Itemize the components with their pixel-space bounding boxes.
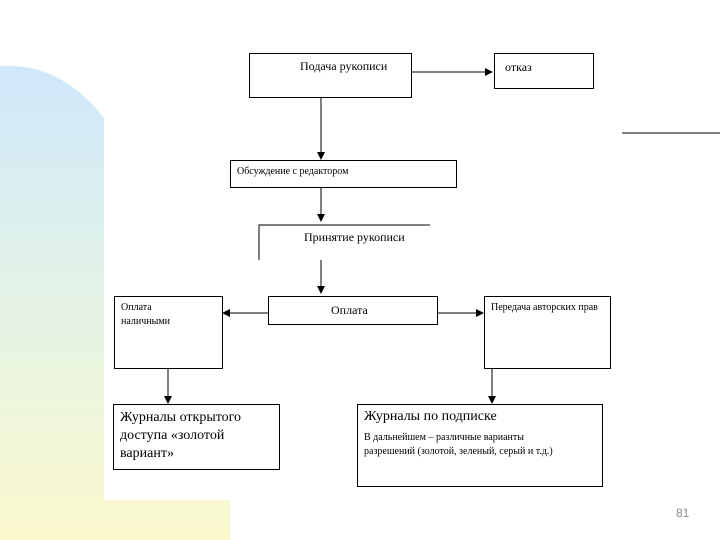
rights-transfer-label: Передача авторских прав xyxy=(491,302,598,313)
open-access-label: Журналы открытого доступа «золотой вариа… xyxy=(120,410,242,461)
acceptance-bracket xyxy=(258,224,430,260)
cash-payment-label: Оплата наличными xyxy=(121,302,170,327)
payment-box: Оплата xyxy=(268,296,438,325)
subscription-box: Журналы по подписке В дальнейшем – разли… xyxy=(357,404,603,487)
submission-label: Подача рукописи xyxy=(300,59,388,73)
rejection-label: отказ xyxy=(505,60,532,74)
editor-discussion-label: Обсуждение с редактором xyxy=(237,166,349,177)
payment-label: Оплата xyxy=(331,303,368,317)
subscription-label: Журналы по подписке xyxy=(364,409,497,424)
rights-transfer-box: Передача авторских прав xyxy=(484,296,611,369)
rejection-box: отказ xyxy=(494,53,594,89)
submission-box: Подача рукописи xyxy=(249,53,412,98)
subscription-note: В дальнейшем – различные варианты разреш… xyxy=(364,432,553,457)
editor-discussion-box: Обсуждение с редактором xyxy=(230,160,457,188)
cash-payment-box: Оплата наличными xyxy=(114,296,223,369)
acceptance-label: Принятие рукописи xyxy=(304,230,405,244)
open-access-box: Журналы открытого доступа «золотой вариа… xyxy=(113,404,280,470)
slide-number: 81 xyxy=(676,506,690,520)
